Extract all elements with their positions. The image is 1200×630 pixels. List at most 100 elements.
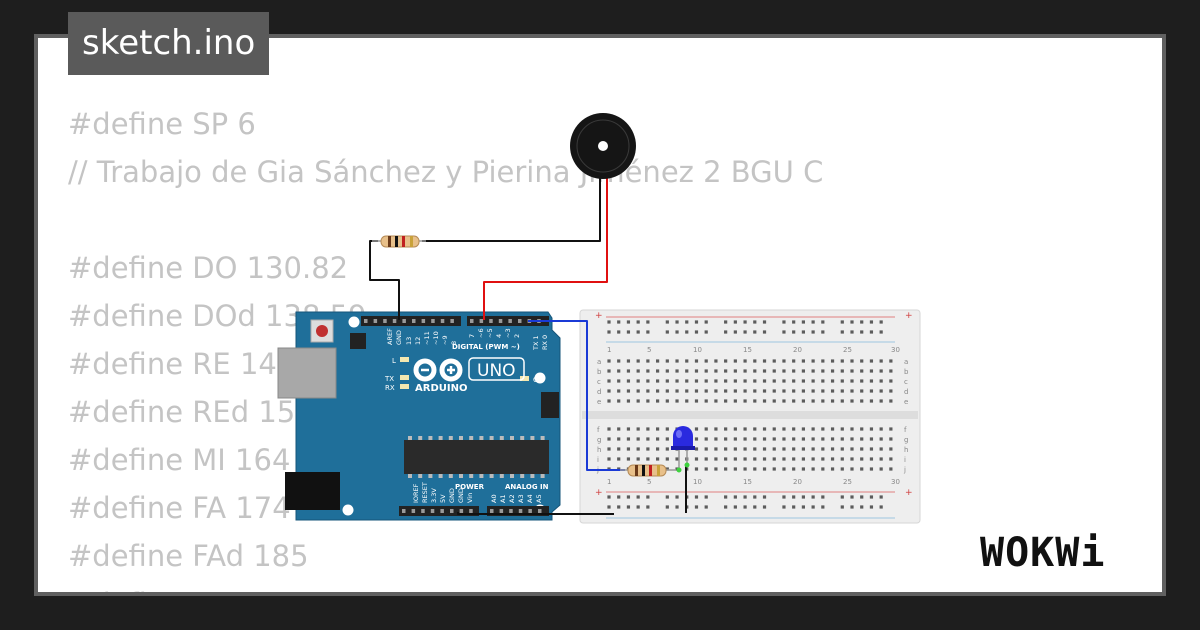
chip-pins <box>408 436 545 478</box>
bb-col-30-bottom: 30 <box>891 478 900 486</box>
mount-hole-icon <box>534 372 546 384</box>
code-line: #define SP 6 <box>68 107 256 141</box>
piezo-buzzer-icon[interactable] <box>570 113 636 200</box>
bb-col-15-bottom: 15 <box>743 478 752 486</box>
code-line: #define DO 130.82 <box>68 251 349 285</box>
uno-badge <box>468 357 525 381</box>
pin-7-label: 7 <box>468 334 476 338</box>
bb-row-h: h <box>597 446 601 454</box>
arduino-logo-icon <box>413 358 463 382</box>
wokwi-logo-text: WOKWi <box>980 530 1105 576</box>
pin-a4-label: A4 <box>526 494 534 503</box>
file-name-tab[interactable]: sketch.ino <box>68 12 270 75</box>
digital-header-left <box>361 316 461 326</box>
pin-aref-label: AREF <box>386 328 394 345</box>
wire-black-gnd-breadboard <box>457 512 614 515</box>
bb-row-c: c <box>597 378 601 386</box>
led-l-icon <box>400 357 409 362</box>
arduino-uno-board[interactable]: AREF GND 13 12 ~11 ~10 ~9 8 7 ~6 ~5 4 ~3… <box>277 311 561 521</box>
blue-led-icon[interactable] <box>671 426 695 473</box>
pin-8-label: 8 <box>450 341 458 345</box>
pin-reset-label: RESET <box>421 482 429 503</box>
bb-col-25-bottom: 25 <box>843 478 852 486</box>
bb-row-f-right: f <box>904 426 907 434</box>
bb-row-g-right: g <box>904 436 908 444</box>
pin-9-label: ~9 <box>441 335 449 345</box>
led-on-label: ON <box>533 376 544 384</box>
pin-gnd-label: GND <box>395 330 403 345</box>
bb-row-b-right: b <box>904 368 909 376</box>
pin-tx-label: TX 1 <box>532 335 540 351</box>
pin-vin-label: Vin <box>466 493 474 503</box>
wokwi-logo-icon: WOKWi <box>980 530 1105 576</box>
code-line: #define REd 155 <box>68 395 314 429</box>
code-line: #define MI 164 <box>68 443 291 477</box>
led-rx-label: RX <box>385 384 395 392</box>
led-tx-label: TX <box>384 375 394 383</box>
analog-section-label: ANALOG IN <box>505 483 549 491</box>
pin-2-label: 2 <box>513 334 521 338</box>
breadboard-holes <box>607 320 893 509</box>
power-section-label: POWER <box>455 483 485 491</box>
pin-5-label: ~5 <box>486 328 494 338</box>
bb-col-10-bottom: 10 <box>693 478 702 486</box>
pin-6-label: ~6 <box>477 328 485 338</box>
bb-col-5-bottom: 5 <box>647 478 651 486</box>
pin-a3-label: A3 <box>517 494 525 503</box>
analog-header <box>487 506 549 516</box>
bb-col-1-bottom: 1 <box>607 478 611 486</box>
bb-row-c-right: c <box>904 378 908 386</box>
bb-rail-plus-bottom-right: + <box>905 488 913 498</box>
bb-row-g: g <box>597 436 601 444</box>
bb-row-d-right: d <box>904 388 908 396</box>
wire-black-resistor-gnd <box>369 240 400 320</box>
bb-rail-plus-top: + <box>595 311 603 321</box>
bb-row-e: e <box>597 398 601 406</box>
mount-hole-icon <box>348 316 360 328</box>
resistor-icon[interactable] <box>372 235 426 248</box>
pin-11-label: ~11 <box>423 331 431 345</box>
power-jack-icon <box>285 472 340 510</box>
power-header <box>399 506 479 516</box>
pin-gnd2-label: GND <box>448 488 456 503</box>
code-line: #define SOL 196 <box>68 580 823 592</box>
mount-hole-icon <box>342 504 354 516</box>
bb-col-25-top: 25 <box>843 346 852 354</box>
bb-col-1-top: 1 <box>607 346 611 354</box>
power-header-pins <box>402 509 542 513</box>
bb-row-f: f <box>597 426 600 434</box>
bb-row-e-right: e <box>904 398 908 406</box>
code-line: #define FAd 185 <box>68 539 309 573</box>
pin-4-label: 4 <box>495 334 503 338</box>
code-line: #define RE 147 <box>68 347 296 381</box>
code-line: // Trabajo de Gia Sánchez y Pierina Jimé… <box>68 155 824 189</box>
pin-a1-label: A1 <box>499 494 507 503</box>
bb-col-20-top: 20 <box>793 346 802 354</box>
led-rx-icon <box>400 384 409 389</box>
pin-a5-label: A5 <box>535 494 543 503</box>
bb-col-20-bottom: 20 <box>793 478 802 486</box>
bb-row-i-right: i <box>904 456 906 464</box>
pin-ioref-label: IOREF <box>412 483 420 503</box>
led-tx-icon <box>400 375 409 380</box>
digital-header-right <box>467 316 549 326</box>
led-l-label: L <box>392 357 396 365</box>
wire-black-buzzer-resistor <box>422 200 601 242</box>
pin-10-label: ~10 <box>432 331 440 345</box>
bb-row-a: a <box>597 358 601 366</box>
wire-blue-pin-led <box>528 320 625 471</box>
bb-col-15-top: 15 <box>743 346 752 354</box>
resistor-icon[interactable] <box>620 464 676 477</box>
bb-col-30-top: 30 <box>891 346 900 354</box>
bb-row-a-right: a <box>904 358 908 366</box>
pin-5v-label: 5V <box>439 494 447 503</box>
breadboard[interactable]: + + + + 1 5 10 15 20 25 30 1 5 10 15 20 … <box>579 309 921 524</box>
pin-gnd3-label: GND <box>457 488 465 503</box>
bb-row-i: i <box>597 456 599 464</box>
wire-red-buzzer-pin <box>483 195 608 320</box>
uno-model-label: UNO <box>477 361 516 381</box>
bb-col-5-top: 5 <box>647 346 651 354</box>
arduino-brand-label: ARDUINO <box>415 383 467 394</box>
bb-row-j-right: j <box>903 466 906 474</box>
